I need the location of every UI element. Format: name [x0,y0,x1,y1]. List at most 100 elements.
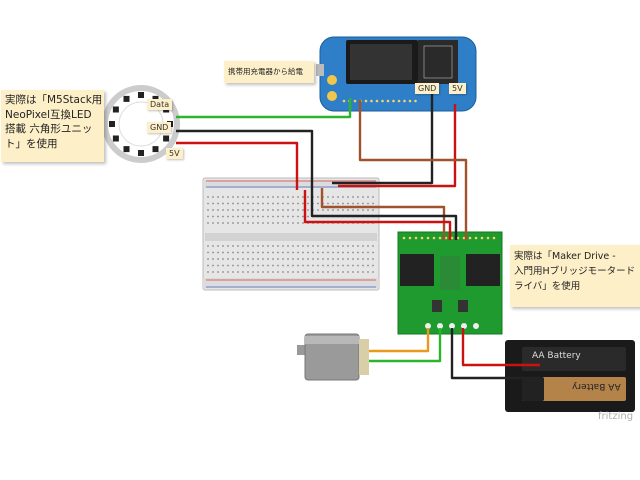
breadboard-hole [222,215,224,218]
note-led-unit: 実際は「M5Stack用 NeoPixel互換LED 搭載 六角形ユニッ ト」を… [1,90,104,162]
breadboard-hole [362,271,364,273]
breadboard-hole [272,251,274,254]
breadboard-hole [292,202,294,205]
breadboard-hole [287,202,289,205]
breadboard-hole [272,209,274,211]
breadboard-hole [237,215,239,218]
breadboard-hole [357,196,359,198]
breadboard-hole [307,196,309,198]
breadboard-hole [347,209,349,211]
breadboard-hole [297,222,299,224]
breadboard-hole [282,222,284,224]
header-pin [432,236,436,240]
controller-board [316,36,477,112]
breadboard-hole [312,271,314,273]
breadboard-hole [302,202,304,205]
breadboard-hole [222,264,224,267]
breadboard-hole [247,215,249,218]
breadboard-hole [327,251,329,254]
ctrl-5v-tag: 5V [449,83,466,94]
green-data-wire [176,98,352,119]
breadboard-hole [287,209,289,211]
breadboard-hole [292,196,294,198]
breadboard-hole [207,258,209,260]
breadboard-hole [337,202,339,205]
breadboard-hole [227,271,229,273]
breadboard-hole [302,245,304,247]
breadboard-hole [332,264,334,267]
breadboard-hole [232,264,234,267]
breadboard-hole [287,251,289,254]
header-pin [381,99,384,103]
breadboard-hole [277,196,279,198]
note-motor-driver-line-1: 実際は「Maker Drive - [514,251,616,262]
header-pin [386,99,390,103]
breadboard-hole [262,196,264,198]
breadboard-hole [362,196,364,198]
breadboard-hole [227,258,229,260]
header-pin [474,236,478,240]
header-pin [370,99,373,103]
breadboard-hole [237,258,239,260]
breadboard-hole [362,251,364,254]
breadboard-hole [272,196,274,198]
breadboard-hole [222,245,224,247]
breadboard-hole [207,245,209,247]
breadboard-hole [347,196,349,198]
breadboard-hole [237,251,239,254]
breadboard-hole [232,258,234,260]
neopixel-led [112,106,119,113]
breadboard-hole [287,215,289,218]
breadboard-hole [307,258,309,260]
header-pin [414,236,418,240]
breadboard-hole [337,196,339,198]
note-charger-text: 携帯用充電器から給電 [228,67,303,76]
breadboard-hole [362,209,364,211]
header-pin [408,236,412,240]
breadboard-hole [247,264,249,267]
breadboard-hole [207,209,209,211]
breadboard-hole [242,196,244,198]
breadboard-hole [262,271,264,273]
breadboard-hole [367,271,369,273]
breadboard-hole [327,209,329,211]
header-pin [492,236,496,240]
breadboard-hole [272,222,274,224]
breadboard-hole [212,245,214,247]
breadboard-hole [297,209,299,211]
breadboard-hole [372,258,374,260]
breadboard-hole [242,264,244,267]
header-pin [456,236,460,240]
breadboard-hole [337,264,339,267]
breadboard-hole [242,258,244,260]
breadboard-hole [292,245,294,247]
breadboard-hole [347,271,349,273]
breadboard-hole [302,209,304,211]
breadboard-hole [312,258,314,260]
neopixel-led [123,95,130,102]
breadboard-hole [272,215,274,218]
breadboard-hole [367,264,369,267]
breadboard-hole [222,251,224,254]
led-data-tag: Data [147,99,173,110]
breadboard-hole [232,196,234,198]
ctrl-gnd-tag: GND [415,83,440,94]
note-motor-driver-line-3: ライバ」を使用 [514,281,581,292]
note-motor-driver-line-2: 入門用Hブリッジモータード [514,266,636,277]
breadboard-hole [232,209,234,211]
dc-motor [297,333,369,381]
breadboard-hole [272,264,274,267]
breadboard-hole [302,215,304,218]
breadboard-hole [312,251,314,254]
breadboard-hole [292,251,294,254]
breadboard-hole [212,209,214,211]
breadboard-hole [252,258,254,260]
breadboard-hole [357,202,359,205]
neopixel-led [109,121,115,127]
breadboard-hole [217,209,219,211]
breadboard-hole [252,222,254,224]
breadboard-hole [287,271,289,273]
breadboard-hole [352,264,354,267]
breadboard-hole [212,202,214,205]
breadboard-hole [372,209,374,211]
